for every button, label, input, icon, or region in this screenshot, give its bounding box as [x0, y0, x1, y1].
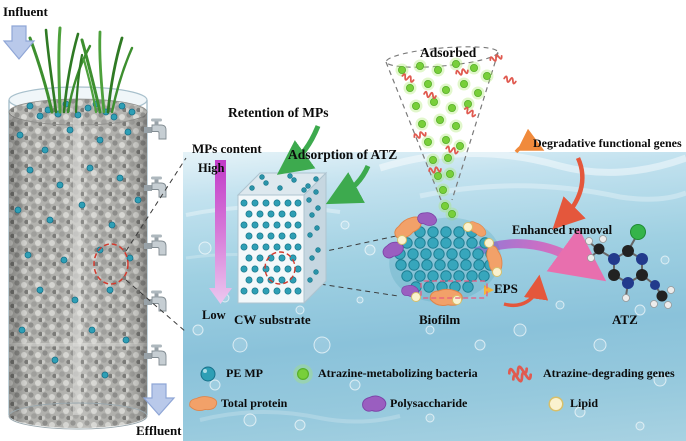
legend-label-pe-mp: PE MP [226, 366, 263, 380]
legend-label-bacteria: Atrazine-metabolizing bacteria [318, 366, 478, 380]
adsorption-arrow [325, 164, 371, 205]
wetland-plants [28, 26, 134, 114]
cw-substrate-cube [236, 171, 328, 305]
low-label: Low [202, 308, 226, 322]
cw-column [8, 86, 148, 430]
effluent-arrow [142, 383, 176, 416]
bacteria-dots [395, 57, 494, 221]
enhanced-removal-label: Enhanced removal [512, 223, 613, 237]
legend-label-polysaccharide: Polysaccharide [390, 396, 468, 410]
protein-icon [189, 396, 218, 412]
cube-zoom-circle [264, 251, 296, 285]
pe-mp-icon [200, 366, 216, 382]
adsorption-label: Adsorption of ATZ [288, 147, 398, 162]
adsorbed-label: Adsorbed [420, 45, 477, 60]
cw-substrate-label: CW substrate [234, 312, 311, 327]
biofilm-cluster [380, 209, 505, 308]
bacteria-icon [292, 363, 314, 385]
biofilm-label: Biofilm [419, 312, 461, 327]
polysaccharide-icon [362, 395, 387, 412]
genes-pointer-arrow [514, 128, 545, 154]
mps-content-gradient-arrow [209, 160, 232, 304]
retention-arrow [276, 125, 321, 175]
adsorbed-funnel [385, 46, 518, 221]
water-bubbles [192, 220, 670, 431]
legend-label-genes: Atrazine-degrading genes [543, 366, 675, 380]
eps-label: EPS [494, 281, 518, 296]
lipid-icon [548, 396, 564, 412]
retention-label: Retention of MPs [228, 105, 329, 120]
effluent-label: Effluent [136, 423, 182, 438]
column-zoom-circle [93, 243, 129, 285]
genes-icon [506, 363, 534, 385]
degradative-genes-label: Degradative functional genes [533, 136, 682, 150]
zoom-connectors [125, 157, 399, 333]
legend-label-lipid: Lipid [570, 396, 599, 410]
column-pe-mp-dots [14, 100, 142, 379]
atz-label: ATZ [612, 312, 638, 327]
influent-label: Influent [3, 4, 48, 19]
influent-arrow [2, 25, 36, 60]
genes-to-removal-arrow [552, 157, 586, 230]
atz-molecule [585, 224, 675, 309]
mps-content-label: MPs content [192, 141, 262, 156]
high-label: High [198, 161, 225, 175]
legend-label-protein: Total protein [221, 396, 288, 410]
eps-arrow [503, 274, 549, 307]
